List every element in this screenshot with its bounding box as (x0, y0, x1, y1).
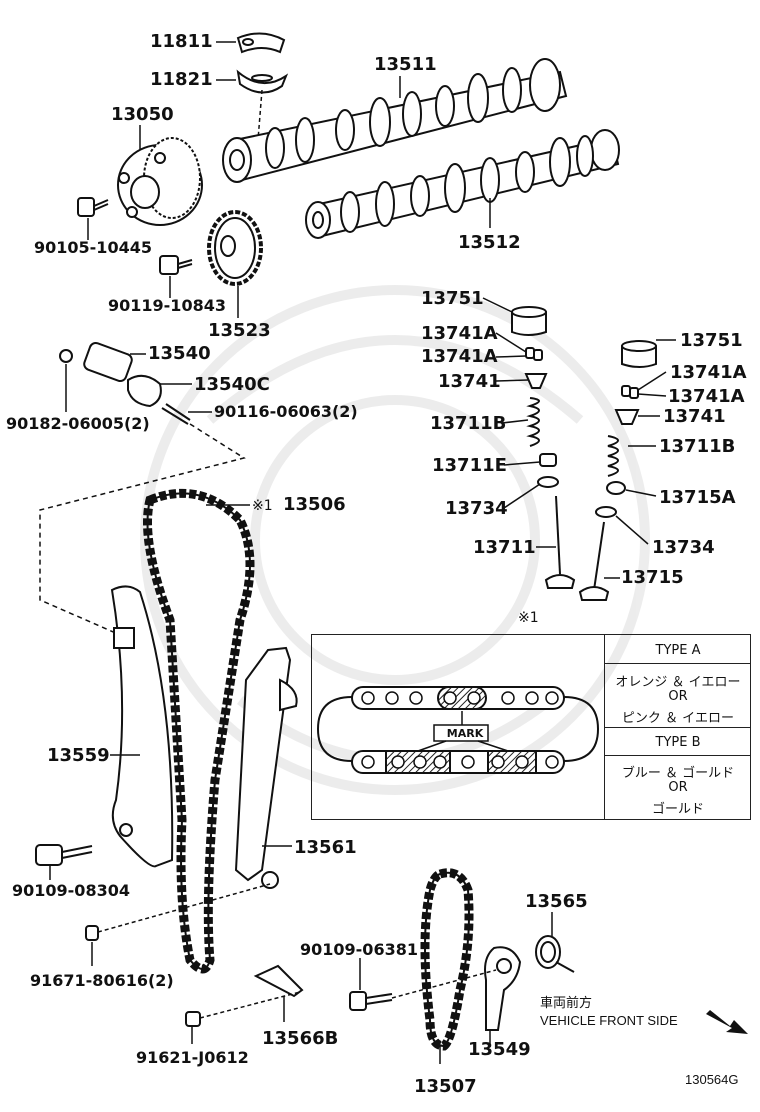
tensioner-13540-shape (59, 342, 133, 382)
label-13715a: 13715A (659, 487, 736, 508)
label-90182-06005: 90182-06005(2) (6, 414, 150, 433)
label-90105-10445: 90105-10445 (34, 238, 152, 257)
label-13523: 13523 (208, 320, 271, 341)
label-13512: 13512 (458, 232, 521, 253)
label-13561: 13561 (294, 837, 357, 858)
label-13559: 13559 (47, 745, 110, 766)
bolt-90109-08304-shape (35, 844, 93, 866)
label-13734-left: 13734 (445, 498, 508, 519)
label-13540: 13540 (148, 343, 211, 364)
label-90109-06381: 90109-06381 (300, 940, 418, 959)
chain-damper-13561-shape (234, 646, 298, 889)
chain-mark-legend: MARK TYPE A オレンジ ＆ イエロー OR ピンク ＆ イエロー TY… (311, 634, 751, 820)
valve-train-left-shape (511, 306, 576, 589)
label-13511: 13511 (374, 54, 437, 75)
camshaft-13512-shape (305, 129, 620, 239)
type-b-line2: ゴールド (651, 802, 704, 817)
spring-13565-shape (535, 935, 575, 973)
bearing-11821-shape (236, 69, 289, 94)
slipper-13566b-shape (253, 964, 304, 998)
tensioner-arm-13549-shape (484, 946, 522, 1031)
label-13741-left: 13741 (438, 371, 501, 392)
type-b-header: TYPE B (655, 735, 701, 750)
type-a-or: OR (668, 689, 688, 704)
label-11811: 11811 (150, 31, 213, 52)
label-13540c: 13540C (194, 374, 270, 395)
stud-90116-shape (161, 403, 191, 425)
label-13050: 13050 (111, 104, 174, 125)
label-13506: 13506 (283, 494, 346, 515)
label-13507: 13507 (414, 1076, 477, 1097)
label-13741a-1: 13741A (421, 323, 498, 344)
bolt-90105-shape (77, 197, 109, 217)
label-90119-10843: 90119-10843 (108, 296, 226, 315)
label-13751-right: 13751 (680, 330, 743, 351)
type-a-line1: オレンジ ＆ イエロー (615, 675, 741, 690)
label-91671-80616: 91671-80616(2) (30, 971, 174, 990)
label-13741-right: 13741 (663, 406, 726, 427)
mark-label: MARK (446, 727, 484, 740)
direction-en: VEHICLE FRONT SIDE (540, 1013, 678, 1028)
type-b-line1: ブルー ＆ ゴールド (621, 766, 735, 781)
label-13711e: 13711E (432, 455, 507, 476)
timing-chain-13506-shape (143, 488, 255, 974)
label-13711b-right: 13711B (659, 436, 736, 457)
chain-mark-illustration (316, 686, 600, 774)
label-13741a-4: 13741A (668, 386, 745, 407)
chain-guide-13559-shape (110, 585, 174, 868)
label-13549: 13549 (468, 1039, 531, 1060)
chain-type-table: TYPE A オレンジ ＆ イエロー OR ピンク ＆ イエロー TYPE B … (604, 635, 751, 819)
bolt-90109-06381-shape (349, 991, 393, 1011)
label-13751-left: 13751 (421, 288, 484, 309)
label-91621-j0612: 91621-J0612 (136, 1048, 249, 1067)
label-90116-06063: 90116-06063(2) (214, 402, 358, 421)
bolt-90119-shape (159, 255, 193, 275)
chain-13507-shape (420, 868, 474, 1051)
bolt-91621-shape (185, 1011, 201, 1027)
sprocket-13523-shape (207, 210, 263, 286)
label-13711: 13711 (473, 537, 536, 558)
label-13506-ref: ※1 (252, 498, 273, 514)
label-11821: 11821 (150, 69, 213, 90)
label-90109-08304: 90109-08304 (12, 881, 130, 900)
camshaft-13511-shape (222, 58, 568, 183)
label-13711b-left: 13711B (430, 413, 507, 434)
label-13566b: 13566B (262, 1028, 339, 1049)
gasket-13540c-shape (127, 374, 162, 408)
diagram-code: 130564G (685, 1072, 739, 1087)
bearing-11811-shape (236, 32, 286, 54)
bolt-91671-shape (85, 925, 99, 941)
vvt-gear-13050-shape (117, 137, 203, 226)
front-arrow-icon (706, 1010, 748, 1034)
label-13741a-3: 13741A (670, 362, 747, 383)
legend-ref-mark: ※1 (518, 610, 539, 626)
valve-train-right-shape (578, 340, 657, 601)
label-13565: 13565 (525, 891, 588, 912)
direction-jp: 車両前方 (540, 995, 593, 1010)
type-b-or: OR (668, 780, 688, 795)
type-a-header: TYPE A (655, 643, 701, 658)
label-13715: 13715 (621, 567, 684, 588)
label-13734-right: 13734 (652, 537, 715, 558)
label-13741a-2: 13741A (421, 346, 498, 367)
type-a-line2: ピンク ＆ イエロー (621, 711, 735, 726)
